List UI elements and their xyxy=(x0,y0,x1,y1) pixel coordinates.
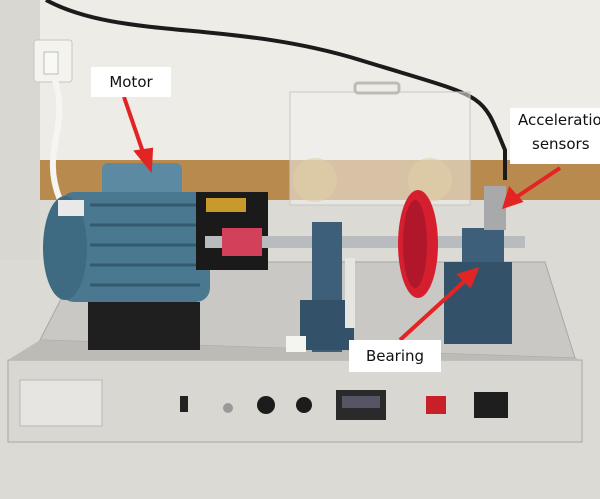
arrow-sensor-head xyxy=(501,186,524,210)
motor-body xyxy=(60,192,210,302)
controller-label xyxy=(206,198,246,212)
bearing-base-right xyxy=(444,262,512,344)
arrow-sensor xyxy=(510,166,562,202)
switch-icon xyxy=(180,396,188,412)
black-cable xyxy=(45,0,507,180)
arrow-motor-head xyxy=(133,147,154,174)
nameplate xyxy=(19,379,103,427)
motor-nameplate xyxy=(58,200,84,216)
acceleration-sensors-label: Acceleratio sensors xyxy=(510,108,600,164)
motor-mount xyxy=(88,302,200,350)
knob-icon xyxy=(257,396,275,414)
flywheel-face xyxy=(403,200,427,288)
arrow-motor xyxy=(122,96,147,159)
acceleration-sensor xyxy=(484,186,506,230)
cover-handle xyxy=(353,81,401,95)
motor-fan-cover xyxy=(43,196,87,300)
acceleration-label-line1: Acceleratio xyxy=(518,111,600,129)
support-stand xyxy=(345,258,355,328)
coupling xyxy=(222,228,262,256)
plug-icon xyxy=(43,51,59,75)
annotation-arrows xyxy=(122,96,562,342)
small-connector xyxy=(286,336,306,352)
cover-hole xyxy=(293,158,337,202)
display-screen xyxy=(342,396,380,408)
indicator-light xyxy=(223,403,233,413)
shaft xyxy=(205,236,525,248)
bearing-label: Bearing xyxy=(349,340,441,372)
power-button-icon xyxy=(426,396,446,414)
acceleration-label-line2: sensors xyxy=(532,135,590,153)
power-inlet-icon xyxy=(474,392,508,418)
knob-icon xyxy=(296,397,312,413)
arrow-bearing-head xyxy=(456,266,480,289)
wall-corner xyxy=(0,0,40,260)
motor-fins xyxy=(90,203,205,287)
motor-label: Motor xyxy=(91,67,171,97)
arrow-bearing xyxy=(398,276,470,342)
